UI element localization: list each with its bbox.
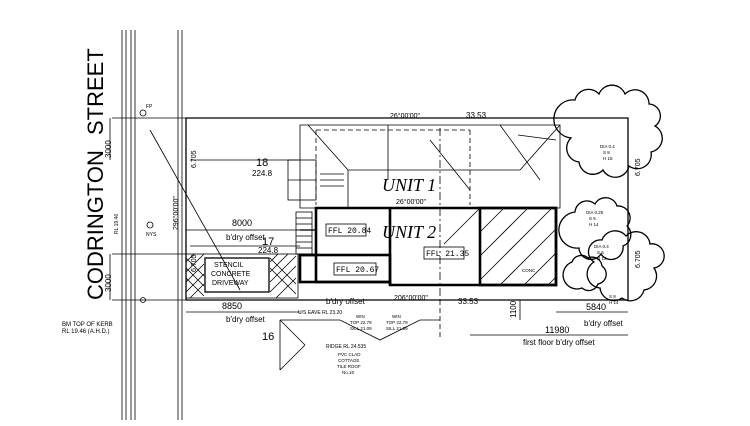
driveway-line3: DRIVEWAY bbox=[212, 280, 249, 287]
unit2-walls bbox=[298, 206, 558, 287]
cottage-line1: PVC CLAD bbox=[338, 352, 361, 357]
ffl-garage: FFL 20.67 bbox=[336, 266, 379, 275]
street-name-word2: STREET bbox=[83, 48, 108, 135]
bearing-top: 26°00'00" bbox=[390, 112, 420, 120]
dim-frontage-bottom: 6.705 bbox=[191, 254, 198, 272]
cottage-line4: No.16 bbox=[342, 370, 355, 375]
dim-1100: 1100 bbox=[509, 300, 518, 318]
neighbour-cottage bbox=[279, 319, 440, 371]
bm-line1: BM TOP OF KERB bbox=[62, 322, 113, 328]
dim-8850: 8850 bbox=[222, 301, 242, 311]
dim-bottom-boundary: 33.53 bbox=[458, 297, 479, 306]
offset-label-8000: b'dry offset bbox=[226, 233, 266, 242]
cottage-line2: COTTAGE bbox=[338, 358, 359, 363]
driveway-line2: CONCRETE bbox=[211, 271, 251, 278]
lot-18: 18 bbox=[256, 157, 268, 169]
bearing-middle: 26°00'00" bbox=[396, 198, 426, 206]
unit2-label: UNIT 2 bbox=[382, 222, 436, 242]
tree2-s: S 5 bbox=[589, 216, 596, 221]
lot-17-level: 224.8 bbox=[258, 246, 279, 255]
win2-title: WIN bbox=[392, 314, 401, 319]
offset-label-5840: b'dry offset bbox=[584, 319, 624, 328]
tree1-h: H 16 bbox=[603, 156, 613, 161]
bearing-bottom: 206°00'00" bbox=[394, 294, 428, 302]
dim-rear-bottom: 6.705 bbox=[635, 250, 642, 268]
unit1-label: UNIT 1 bbox=[382, 175, 436, 195]
win1-top: TOP 22.79 bbox=[350, 320, 372, 325]
ffl-rear: FFL 21.35 bbox=[426, 250, 469, 259]
kerb-rl: RL 19.46 bbox=[114, 214, 120, 234]
win1-title: WIN bbox=[356, 314, 365, 319]
tree4-h: H 14 bbox=[609, 300, 619, 305]
tree3-dia: DIA 0.4 bbox=[594, 244, 609, 249]
unit1-roof bbox=[287, 124, 561, 300]
lot-16: 16 bbox=[262, 331, 274, 343]
tree-1 bbox=[553, 84, 663, 178]
dim-top-boundary: 33.53 bbox=[466, 111, 487, 120]
dim-3000-top: 3000 bbox=[104, 140, 113, 158]
tree3-h: H 12 bbox=[597, 256, 607, 261]
dim-11980: 11980 bbox=[545, 325, 569, 335]
lot-18-level: 224.8 bbox=[252, 169, 273, 178]
street-name-word1: CODRINGTON bbox=[83, 150, 108, 300]
tree2-h: H 14 bbox=[589, 222, 599, 227]
ffl-unit2: FFL 20.84 bbox=[328, 227, 371, 236]
tree-3 bbox=[586, 230, 665, 302]
tree4-s: S 8 bbox=[609, 294, 616, 299]
offset-label-first-floor: first floor b'dry offset bbox=[523, 338, 595, 347]
ridge-label: RIDGE RL 24.535 bbox=[326, 344, 366, 350]
nys-label: NYS bbox=[146, 232, 157, 238]
tree2-dia: DIA 0.25 bbox=[586, 210, 604, 215]
eave-label: U/S EAVE RL 23.20 bbox=[298, 310, 342, 316]
offset-label-mid: b'dry offset bbox=[326, 297, 366, 306]
tree1-s: S 8 bbox=[603, 150, 610, 155]
dimension-lines bbox=[109, 118, 628, 340]
road-lines bbox=[121, 30, 183, 420]
dim-3000-bottom: 3000 bbox=[104, 274, 113, 292]
stair bbox=[295, 211, 313, 255]
cottage-line3: TILE ROOF bbox=[337, 364, 361, 369]
tree3-s: S 6 bbox=[597, 250, 604, 255]
conc-label: CONC bbox=[522, 268, 536, 273]
fp-label: FP bbox=[146, 104, 153, 110]
win2-top: TOP 22.79 bbox=[386, 320, 408, 325]
driveway-line1: STENCIL bbox=[214, 262, 244, 269]
site-boundary bbox=[185, 117, 629, 301]
bm-line2: RL 19.46 (A.H.D.) bbox=[62, 329, 109, 335]
lot-17: 17 bbox=[262, 236, 274, 248]
offset-label-8850: b'dry offset bbox=[226, 315, 266, 324]
tree-2 bbox=[558, 197, 632, 261]
bearing-left: 296°00'00" bbox=[172, 196, 180, 230]
tree-4 bbox=[562, 254, 607, 292]
hatched-areas bbox=[443, 207, 557, 286]
dim-frontage-top: 6.705 bbox=[191, 150, 198, 168]
win2-sill: SILL 21.09 bbox=[386, 326, 408, 331]
tree1-dia: DIA 0.4 bbox=[600, 144, 615, 149]
driveway bbox=[185, 253, 299, 299]
dim-8000: 8000 bbox=[232, 218, 252, 228]
dim-rear-top: 6.705 bbox=[635, 158, 642, 176]
dim-5840: 5840 bbox=[586, 302, 606, 312]
win1-sill: SILL 21.09 bbox=[350, 326, 372, 331]
